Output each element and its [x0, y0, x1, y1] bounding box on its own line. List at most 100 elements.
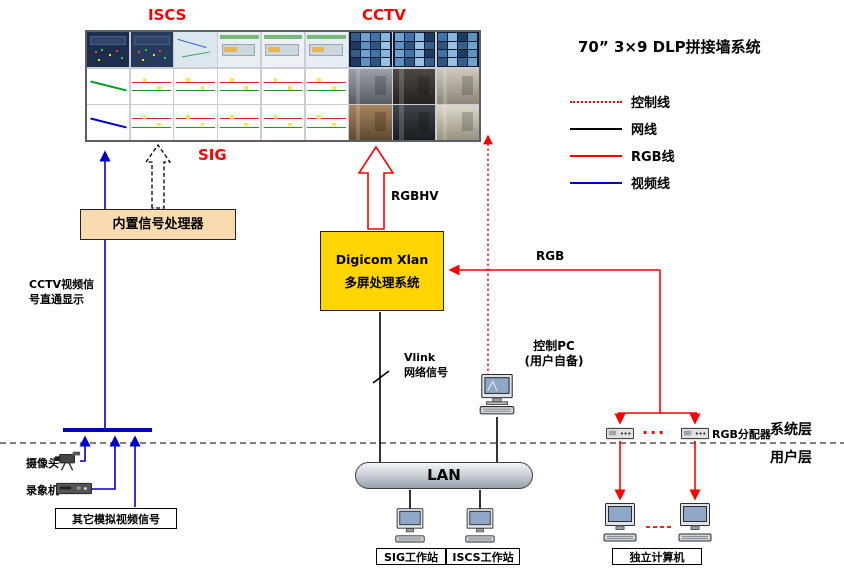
wall-cell: [305, 105, 348, 140]
camera-label: 摄像头: [26, 457, 59, 470]
wall-cell: [218, 68, 261, 104]
recorder-video-line: [92, 435, 121, 490]
legend-line-sample: [570, 127, 622, 130]
wall-cell-art: [263, 126, 303, 128]
wall-cell-art: [132, 118, 172, 120]
wall-cell-art: [307, 126, 347, 128]
wall-cell-art: [138, 51, 141, 54]
wall-cell-art: [176, 126, 215, 128]
wall-cell-art: [176, 90, 215, 92]
wall-cell-art: [265, 43, 300, 57]
wall-cell-art: [263, 81, 303, 83]
wall-cell-art: [374, 75, 386, 95]
legend-label: 视频线: [631, 177, 671, 192]
wall-cell-art: [307, 34, 347, 39]
desktop-computer-icon: [602, 503, 638, 543]
vcr-icon: [56, 482, 92, 495]
wall-cell: [393, 105, 436, 140]
wall-cell-art: [229, 114, 234, 119]
rgb-splitter-icon: [606, 427, 634, 440]
dashed-arrow-icon: [144, 143, 172, 209]
wall-cell-art: [120, 56, 123, 59]
wall-cell: [261, 68, 305, 104]
legend-line-sample: [570, 154, 622, 157]
legend-item-rgb: RGB线: [570, 142, 675, 169]
wall-cell: [436, 32, 479, 67]
cctv-direct-label: CCTV视频信号直通显示: [29, 278, 95, 306]
legend-label: 网线: [631, 123, 658, 138]
wall-label-cctv: CCTV: [362, 6, 406, 24]
wall-cell-art: [152, 53, 155, 56]
wall-cell-art: [244, 122, 249, 127]
digicom-subtitle: 多屏处理系统: [344, 274, 420, 290]
iscs-workstation-label: ISCS工作站: [446, 548, 520, 565]
digicom-box: Digicom Xlan 多屏处理系统: [320, 231, 444, 311]
wall-cell-art: [132, 126, 172, 128]
legend-item-network: 网线: [570, 115, 675, 142]
wall-cell-art: [159, 49, 162, 52]
wall-cell-art: [263, 118, 303, 120]
wall-cell-art: [200, 122, 205, 127]
digicom-title: Digicom Xlan: [335, 251, 429, 267]
desktop-computer-icon: [394, 507, 426, 545]
wall-cell-art: [351, 33, 390, 66]
wall-cell: [218, 105, 261, 140]
wall-cell-art: [399, 105, 404, 140]
wall-cell: [130, 105, 173, 140]
desktop-computer-icon: [478, 374, 516, 416]
wall-cell-art: [229, 78, 234, 83]
wall-cell-art: [101, 48, 104, 51]
wall-cell-art: [108, 53, 111, 56]
wall-cell-art: [355, 68, 360, 104]
legend-label: RGB线: [631, 150, 675, 165]
wall-cell-art: [399, 68, 404, 104]
control-pc-label: 控制PC (用户自备): [512, 339, 596, 369]
wall-cell-art: [219, 90, 259, 92]
wall-cell-art: [331, 86, 336, 90]
wall-cell-art: [418, 75, 430, 95]
wall-cell-art: [443, 68, 448, 104]
vlink-slash-icon: [372, 370, 390, 384]
vlink-label: Vlink 网络信号: [404, 350, 448, 380]
wall-cell: [349, 68, 392, 104]
wall-cell-art: [164, 56, 167, 59]
wall-cell-art: [263, 34, 303, 39]
rgb-label: RGB: [536, 249, 565, 263]
wall-cell-art: [273, 114, 278, 119]
wall-cell-art: [134, 35, 170, 45]
wall-cell-art: [186, 114, 191, 119]
other-video-box: 其它模拟视频信号: [55, 508, 177, 529]
wall-cell: [393, 68, 436, 104]
wall-cell-art: [186, 78, 191, 83]
camera-video-line: [79, 435, 91, 462]
wall-cell: [87, 32, 130, 67]
wall-cell: [349, 105, 392, 140]
wall-cell: [130, 32, 173, 67]
legend-line-sample: [570, 181, 622, 184]
legend: 控制线 网线 RGB线 视频线: [570, 88, 675, 196]
rgbhv-label: RGBHV: [391, 189, 439, 203]
wall-cell-art: [132, 90, 172, 92]
standalone-pc-label: 独立计算机: [612, 548, 702, 565]
wall-cell-art: [182, 51, 210, 58]
recorder-label: 录象机: [26, 484, 59, 497]
wall-cell: [261, 105, 305, 140]
wall-cell-art: [355, 105, 360, 140]
rgb-block-arrow-icon: [357, 145, 395, 230]
wall-cell-art: [219, 118, 259, 120]
wall-cell-art: [273, 78, 278, 83]
legend-label: 控制线: [631, 96, 671, 111]
wall-cell-art: [177, 39, 207, 49]
wall-cell-art: [97, 59, 100, 62]
wall-cell-art: [219, 34, 259, 39]
wall-cell-art: [307, 118, 347, 120]
wall-cell-art: [219, 81, 259, 83]
video-wall: [85, 30, 481, 142]
wall-cell-art: [331, 122, 336, 127]
wall-cell-art: [200, 86, 205, 90]
lan-bus: LAN: [355, 462, 533, 489]
wall-cell: [218, 32, 261, 67]
system-layer-label: 系统层: [770, 422, 812, 438]
